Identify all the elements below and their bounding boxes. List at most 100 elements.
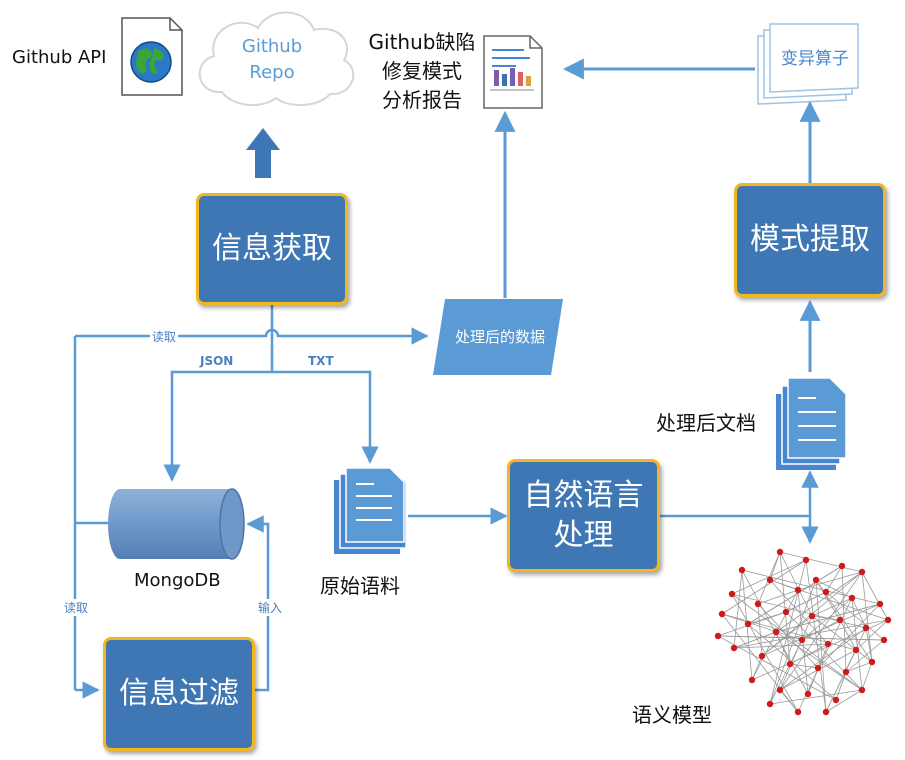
graph-node	[772, 628, 780, 636]
graph-node	[822, 588, 830, 596]
graph-edge	[757, 603, 819, 669]
graph-edge	[805, 559, 827, 713]
raw-corpus-documents-icon	[334, 467, 407, 554]
graph-node	[794, 586, 802, 594]
graph-node	[824, 640, 832, 648]
graph-node	[802, 556, 810, 564]
graph-edge	[731, 593, 863, 691]
graph-node	[804, 690, 812, 698]
semantic-model-label: 语义模型	[632, 703, 712, 727]
graph-edge	[721, 613, 803, 641]
graph-edge	[769, 639, 803, 705]
report-document-icon	[483, 35, 543, 109]
pattern-extract-box: 模式提取	[734, 183, 886, 297]
info-filter-label: 信息过滤	[119, 676, 239, 711]
graph-edge	[731, 593, 799, 713]
graph-node	[738, 566, 746, 574]
graph-edge	[731, 593, 867, 629]
graph-edge	[825, 591, 885, 641]
globe-icon	[130, 41, 172, 83]
graph-node	[766, 700, 774, 708]
graph-edge	[845, 661, 873, 673]
graph-node	[858, 568, 866, 576]
info-filter-box: 信息过滤	[103, 637, 255, 751]
nlp-box: 自然语言 处理	[507, 459, 660, 572]
graph-node	[776, 686, 784, 694]
graph-edge	[865, 627, 873, 663]
graph-node	[714, 632, 722, 640]
graph-node	[836, 616, 844, 624]
txt-label: TXT	[308, 354, 334, 368]
graph-node	[808, 612, 816, 620]
graph-edge	[785, 611, 863, 691]
graph-edge	[769, 579, 799, 591]
graph-edge	[785, 591, 827, 613]
graph-edge	[801, 597, 853, 641]
report-label: Github缺陷 修复模式 分析报告	[368, 30, 476, 112]
graph-edge	[825, 689, 863, 713]
graph-edge	[733, 643, 829, 649]
graph-edge	[861, 571, 889, 621]
graph-node	[766, 576, 774, 584]
graph-edge	[757, 589, 799, 605]
graph-node	[862, 624, 870, 632]
graph-edge	[757, 603, 763, 657]
info-fetch-label: 信息获取	[212, 231, 332, 266]
graph-node	[782, 608, 790, 616]
arrow-txt-to-corpus	[272, 370, 379, 464]
graph-node	[786, 660, 794, 668]
graph-edge	[769, 579, 829, 645]
graph-edge	[789, 663, 819, 669]
graph-node	[776, 548, 784, 556]
graph-edge	[779, 615, 813, 691]
graph-edge	[779, 689, 799, 713]
graph-edge	[775, 603, 881, 633]
graph-edge	[717, 635, 837, 701]
graph-node	[876, 600, 884, 608]
graph-edge	[733, 569, 743, 649]
github-repo-label: Github Repo	[241, 36, 303, 83]
processed-data-parallelogram	[433, 299, 563, 375]
graph-node	[812, 576, 820, 584]
graph-edge	[825, 565, 843, 593]
graph-node	[858, 686, 866, 694]
graph-node	[718, 610, 726, 618]
graph-edge	[815, 579, 841, 621]
graph-node	[884, 616, 892, 624]
graph-node	[822, 708, 830, 716]
graph-edge	[733, 619, 889, 649]
graph-node	[748, 676, 756, 684]
graph-node	[848, 594, 856, 602]
graph-node	[754, 600, 762, 608]
pattern-extract-label: 模式提取	[750, 222, 870, 257]
graph-node	[728, 590, 736, 598]
graph-edge	[841, 565, 847, 673]
graph-edge	[815, 579, 827, 713]
graph-edge	[717, 611, 787, 637]
graph-edge	[779, 551, 791, 665]
mutation-operators-label: 变异算子	[781, 49, 849, 69]
graph-node	[852, 646, 860, 654]
raw-corpus-label: 原始语料	[320, 574, 400, 598]
github-api-label: Github API	[12, 47, 107, 68]
graph-node	[838, 562, 846, 570]
graph-edge	[815, 579, 853, 599]
graph-edge	[817, 603, 881, 669]
read-left-label: 读取	[62, 599, 91, 616]
graph-node	[744, 620, 752, 628]
mongodb-cylinder-icon	[108, 488, 245, 560]
graph-node	[814, 664, 822, 672]
graph-edge	[839, 619, 857, 651]
graph-node	[832, 696, 840, 704]
mongodb-label: MongoDB	[134, 570, 221, 591]
graph-edge	[741, 569, 881, 605]
arrow-read-to-processed-data	[75, 327, 429, 345]
graph-edge	[769, 689, 863, 705]
graph-node	[798, 636, 806, 644]
mutation-operators-document-icon	[757, 23, 859, 105]
input-label: 输入	[256, 599, 285, 616]
graph-edge	[835, 671, 847, 701]
graph-edge	[855, 619, 889, 651]
graph-edge	[861, 661, 873, 691]
